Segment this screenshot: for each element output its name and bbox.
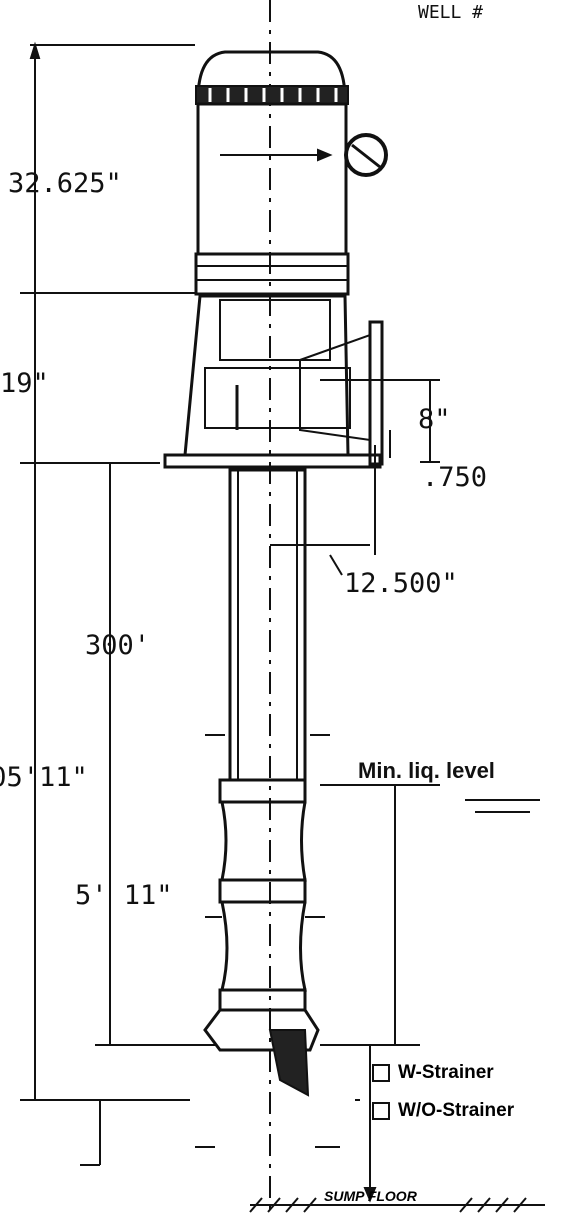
- wo-strainer-label: W/O-Strainer: [398, 1100, 515, 1121]
- total-length-label: 305'11": [0, 762, 88, 793]
- min-liquid-level-label: Min. liq. level: [358, 758, 495, 783]
- flange-thickness-label: .750: [422, 462, 488, 493]
- wo-strainer-option[interactable]: W/O-Strainer: [372, 1100, 514, 1122]
- w-strainer-label: W-Strainer: [398, 1062, 494, 1083]
- bowl-length-label: 5' 11": [75, 880, 173, 911]
- dimension-lines: [20, 41, 540, 1203]
- well-label: WELL #: [418, 2, 484, 23]
- motor: [194, 50, 388, 296]
- discharge-distance-label: 12.500": [344, 568, 458, 599]
- head-height-label: 19": [0, 368, 49, 399]
- discharge-head: [163, 294, 384, 469]
- column-pipe: [228, 468, 307, 782]
- w-strainer-option[interactable]: W-Strainer: [372, 1062, 494, 1084]
- motor-height-label: 32.625": [8, 168, 122, 199]
- w-strainer-checkbox[interactable]: [372, 1064, 390, 1082]
- wo-strainer-checkbox[interactable]: [372, 1102, 390, 1120]
- bowl-assembly: [203, 778, 320, 1097]
- column-length-label: 300': [85, 630, 151, 661]
- sump-floor: [249, 1197, 545, 1213]
- sump-floor-label: SUMP FLOOR: [324, 1188, 417, 1204]
- flange-offset-label: 8": [418, 404, 451, 435]
